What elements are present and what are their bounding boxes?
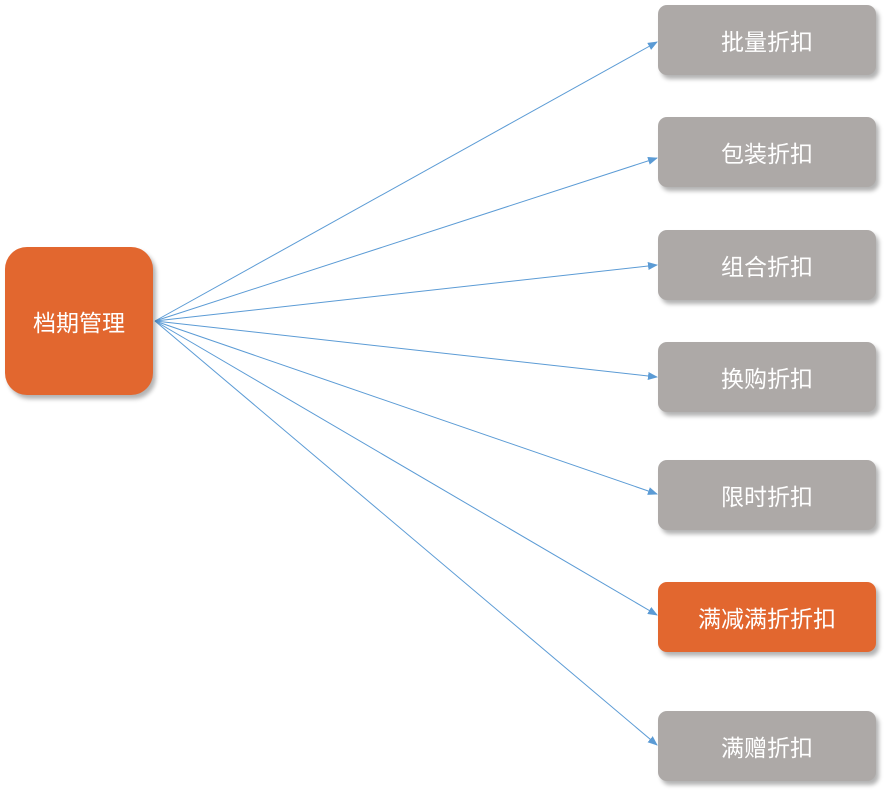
target-label: 包装折扣 [721, 142, 813, 168]
connector-arrow [154, 262, 658, 322]
connector-arrow [154, 41, 658, 322]
connector-arrow [154, 320, 658, 380]
target-node[interactable]: 批量折扣 [658, 5, 876, 75]
connector-arrow [154, 156, 658, 322]
target-node[interactable]: 满赠折扣 [658, 711, 876, 781]
connector-arrow [154, 320, 658, 746]
connector-arrow [154, 320, 658, 616]
target-label: 换购折扣 [721, 367, 813, 393]
target-label: 组合折扣 [721, 255, 813, 281]
target-label: 满赠折扣 [721, 736, 813, 762]
target-node[interactable]: 组合折扣 [658, 230, 876, 300]
target-node[interactable]: 包装折扣 [658, 117, 876, 187]
connector-arrow [154, 320, 658, 495]
target-label: 限时折扣 [721, 485, 813, 511]
source-node[interactable]: 档期管理 [5, 247, 153, 395]
target-label: 满减满折折扣 [698, 607, 836, 633]
target-label: 批量折扣 [721, 30, 813, 56]
target-node[interactable]: 满减满折折扣 [658, 582, 876, 652]
target-node[interactable]: 限时折扣 [658, 460, 876, 530]
source-label: 档期管理 [33, 311, 125, 337]
target-node[interactable]: 换购折扣 [658, 342, 876, 412]
